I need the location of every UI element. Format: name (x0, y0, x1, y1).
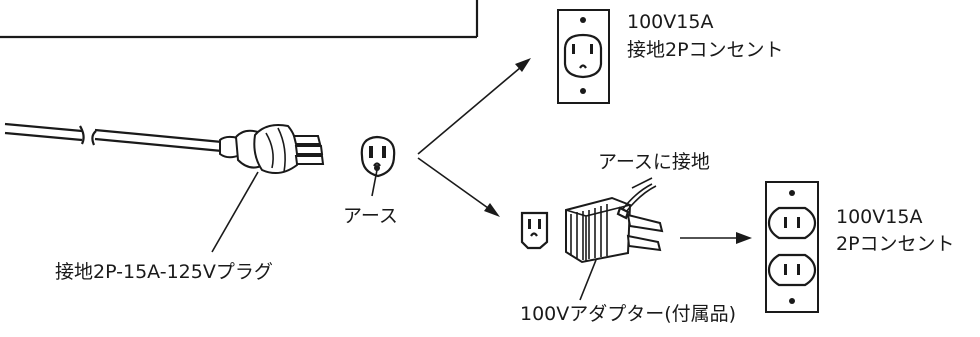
power-cord (4, 122, 223, 153)
outlet-right-label-type: 2Pコンセント (836, 233, 955, 255)
earth-outlet-symbol (360, 135, 396, 178)
outlet-top-label-rating: 100V15A (627, 11, 713, 33)
earth-wire-label: アースに接地 (598, 151, 710, 173)
plug-label: 接地2P-15A-125Vプラグ (55, 261, 273, 283)
adapter-label: 100Vアダプター(付属品) (520, 303, 736, 325)
arrows (417, 58, 752, 244)
adapter (520, 177, 664, 264)
grounded-plug (219, 124, 325, 175)
outlet-top (557, 9, 610, 104)
leader-lines (211, 169, 597, 301)
frame-border (0, 0, 479, 39)
earth-label: アース (343, 205, 398, 227)
outlet-right (765, 181, 819, 313)
outlet-top-label-type: 接地2Pコンセント (627, 39, 784, 61)
outlet-right-label-rating: 100V15A (836, 206, 922, 228)
